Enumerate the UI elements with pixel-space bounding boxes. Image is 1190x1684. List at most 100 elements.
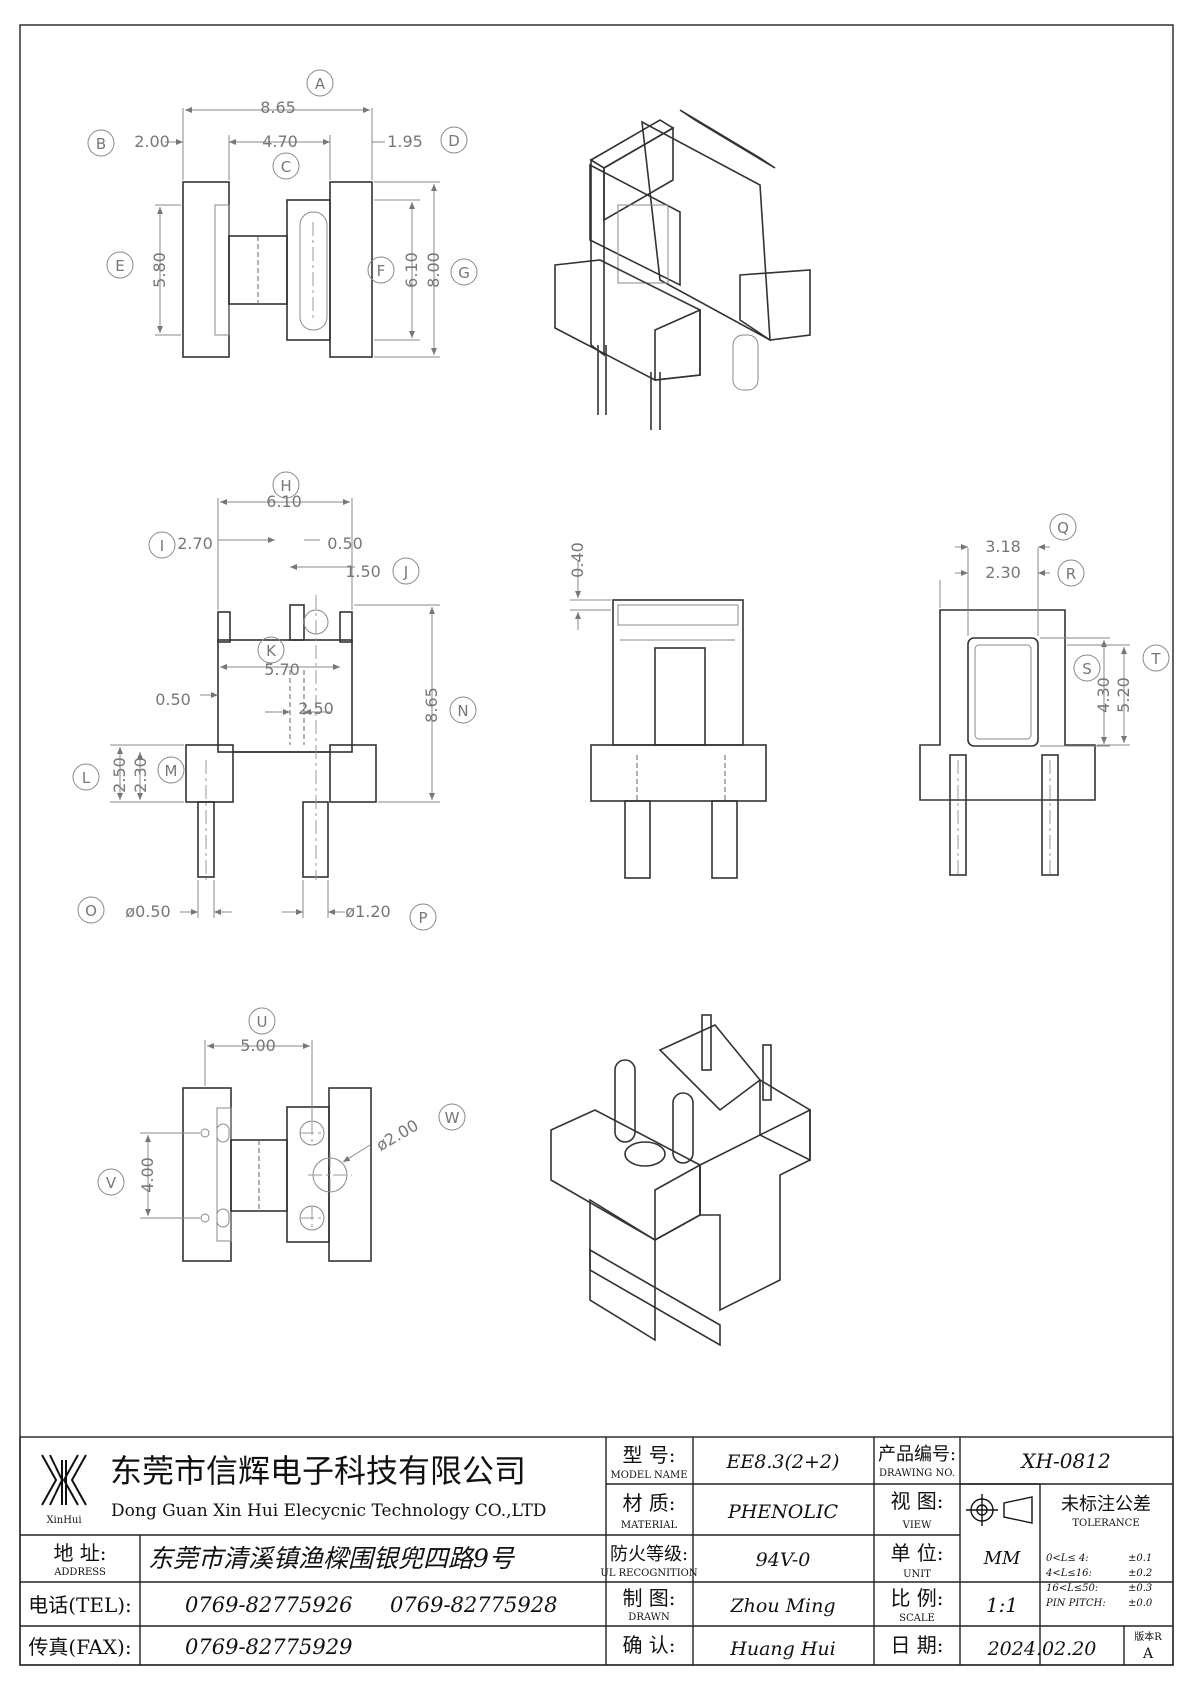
tol-range-4: PIN PITCH: [1045,1598,1106,1609]
bottom-view: 5.00 4.00 ø2.00 [138,1036,422,1262]
dim-M: 2.30 [131,757,150,793]
tol-value-4: ±0.0 [1128,1598,1153,1609]
dim-G: 8.00 [424,252,443,288]
model-value: EE8.3(2+2) [726,1451,840,1473]
label-K: K [266,642,277,660]
drawn-label: 制 图: [622,1586,675,1610]
dim-J1: 0.50 [327,534,363,553]
material-label: 材 质: [622,1491,675,1515]
model-label-en: MODEL NAME [610,1470,687,1481]
dim-V: 4.00 [138,1157,157,1193]
dim-Q: 3.18 [985,537,1021,556]
drawing-no-value: XH-0812 [1019,1449,1110,1473]
top-view: 8.65 2.00 4.70 1.95 5.80 6.10 8.00 [134,98,443,358]
unit-value: MM [983,1548,1021,1569]
check-value: Huang Hui [729,1638,835,1660]
drawing-no-label-en: DRAWING NO. [879,1468,955,1479]
dim-K2: 2.50 [298,699,334,718]
tel-2: 0769-82775928 [390,1593,557,1617]
label-P: P [418,909,427,927]
tel-1: 0769-82775926 [185,1593,352,1617]
dim-H: 6.10 [266,492,302,511]
sheet-border [19,24,1174,1666]
label-Q: Q [1057,519,1069,537]
dim-N: 8.65 [422,687,441,723]
label-C: C [281,158,291,176]
fax-label: 传真(FAX): [28,1635,131,1659]
dim-K: 5.70 [264,660,300,679]
tol-range-3: 16<L≤50: [1046,1583,1098,1594]
label-T: T [1150,650,1161,668]
dim-P: ø1.20 [345,902,390,921]
view-label-en: VIEW [902,1520,932,1531]
iso-view-bottom [550,1014,811,1347]
label-V: V [106,1174,117,1192]
scale-label-en: SCALE [899,1613,935,1624]
ul-value: 94V-0 [756,1549,811,1571]
address-label: 地 址: [53,1541,106,1565]
label-W: W [445,1109,460,1127]
tel-label: 电话(TEL): [28,1593,132,1617]
side-view: 0.40 [568,542,767,879]
title-block: XinHui 东莞市信辉电子科技有限公司 Dong Guan Xin Hui E… [19,1436,1174,1666]
label-G: G [458,264,470,282]
dim-O: ø0.50 [125,902,170,921]
tol-range-1: 0<L≤ 4: [1046,1553,1089,1564]
material-value: PHENOLIC [727,1501,839,1523]
label-J: J [403,563,408,581]
version-label: 版本R [1134,1630,1162,1643]
tolerance-label-en: TOLERANCE [1072,1518,1139,1529]
dim-T: 5.20 [1114,677,1133,713]
tol-value-2: ±0.2 [1128,1568,1152,1579]
tol-value-3: ±0.3 [1128,1583,1152,1594]
label-H: H [280,477,291,495]
dim-J: 1.50 [345,562,381,581]
iso-view-top [554,109,811,430]
ul-label-en: UL RECOGNITION [600,1568,697,1579]
first-angle-projection-icon [966,1494,1033,1526]
label-F: F [377,262,386,280]
dim-A: 8.65 [260,98,296,117]
label-R: R [1066,565,1076,583]
company-name-en: Dong Guan Xin Hui Elecycnic Technology C… [111,1501,546,1521]
dim-S: 4.30 [1094,677,1113,713]
address-value: 东莞市清溪镇渔樑围银兜四路9号 [148,1544,516,1573]
ul-label: 防火等级: [610,1544,688,1565]
dim-R: 2.30 [985,563,1021,582]
label-E: E [115,257,124,275]
drawn-value: Zhou Ming [729,1595,835,1617]
tol-range-2: 4<L≤16: [1045,1568,1092,1579]
label-O: O [85,902,97,920]
dim-E: 5.80 [150,252,169,288]
xinhui-logo [41,1454,87,1506]
unit-label-en: UNIT [903,1569,931,1580]
drawing-no-label: 产品编号: [878,1444,956,1465]
logo-text: XinHui [46,1515,81,1526]
circled-labels: A B C D E F G H I J K L M N O P Q R S T … [72,69,1170,1196]
date-label: 日 期: [890,1633,943,1657]
date-value: 2024.02.20 [987,1638,1097,1660]
label-S: S [1082,660,1092,678]
unit-label: 单 位: [890,1541,943,1565]
drawn-label-en: DRAWN [628,1612,670,1623]
material-label-en: MATERIAL [621,1520,678,1531]
address-label-en: ADDRESS [53,1567,106,1578]
label-B: B [96,135,106,153]
dim-D: 1.95 [387,132,423,151]
label-M: M [165,762,178,780]
label-N: N [457,702,468,720]
front-view: 6.10 2.70 0.50 1.50 5.70 0.50 2.50 8.65 … [110,492,441,921]
scale-value: 1:1 [986,1593,1018,1617]
label-A: A [315,75,326,93]
dim-I: 2.70 [177,534,213,553]
dim-B: 2.00 [134,132,170,151]
company-name-cn: 东莞市信辉电子科技有限公司 [110,1452,526,1490]
view-label: 视 图: [890,1489,943,1513]
dim-side-gap: 0.40 [568,542,587,578]
dim-W: ø2.00 [373,1116,422,1155]
fax-value: 0769-82775929 [185,1635,352,1659]
model-label: 型 号: [622,1443,675,1467]
version-value: A [1142,1646,1154,1662]
tol-value-1: ±0.1 [1128,1553,1152,1564]
